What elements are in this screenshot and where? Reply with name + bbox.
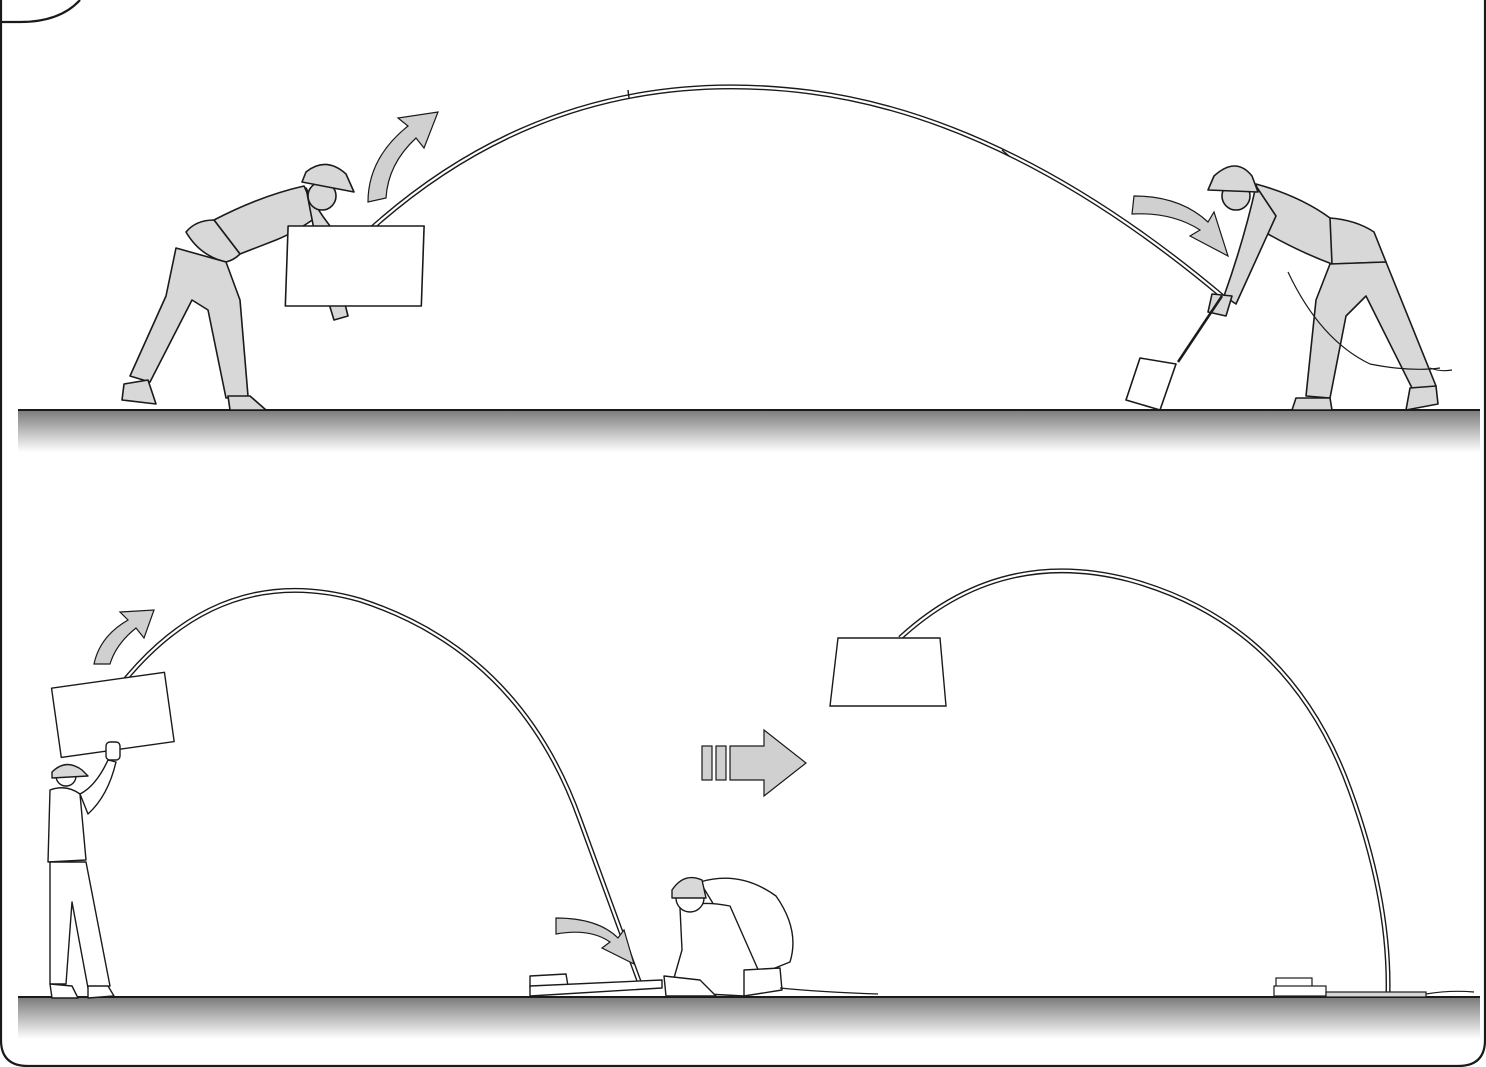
curved-arrow-icon bbox=[1132, 196, 1228, 256]
top-panel bbox=[18, 87, 1480, 452]
worker-crouching bbox=[530, 878, 878, 996]
worker-lifting-overhead bbox=[48, 672, 174, 998]
flexible-pole bbox=[372, 87, 1222, 296]
sand-bag bbox=[285, 226, 424, 306]
flexible-pole bbox=[900, 571, 1388, 994]
ground-top bbox=[18, 410, 1480, 452]
sand-bag bbox=[830, 638, 946, 706]
curved-arrow-icon bbox=[556, 918, 634, 964]
bottom-panel bbox=[18, 571, 1480, 1039]
worker-carrying-bag bbox=[122, 164, 424, 410]
pole-base bbox=[1274, 978, 1474, 997]
curved-arrow-icon bbox=[368, 112, 438, 202]
ground-bottom bbox=[18, 997, 1480, 1039]
next-step-arrow-icon bbox=[702, 730, 806, 796]
